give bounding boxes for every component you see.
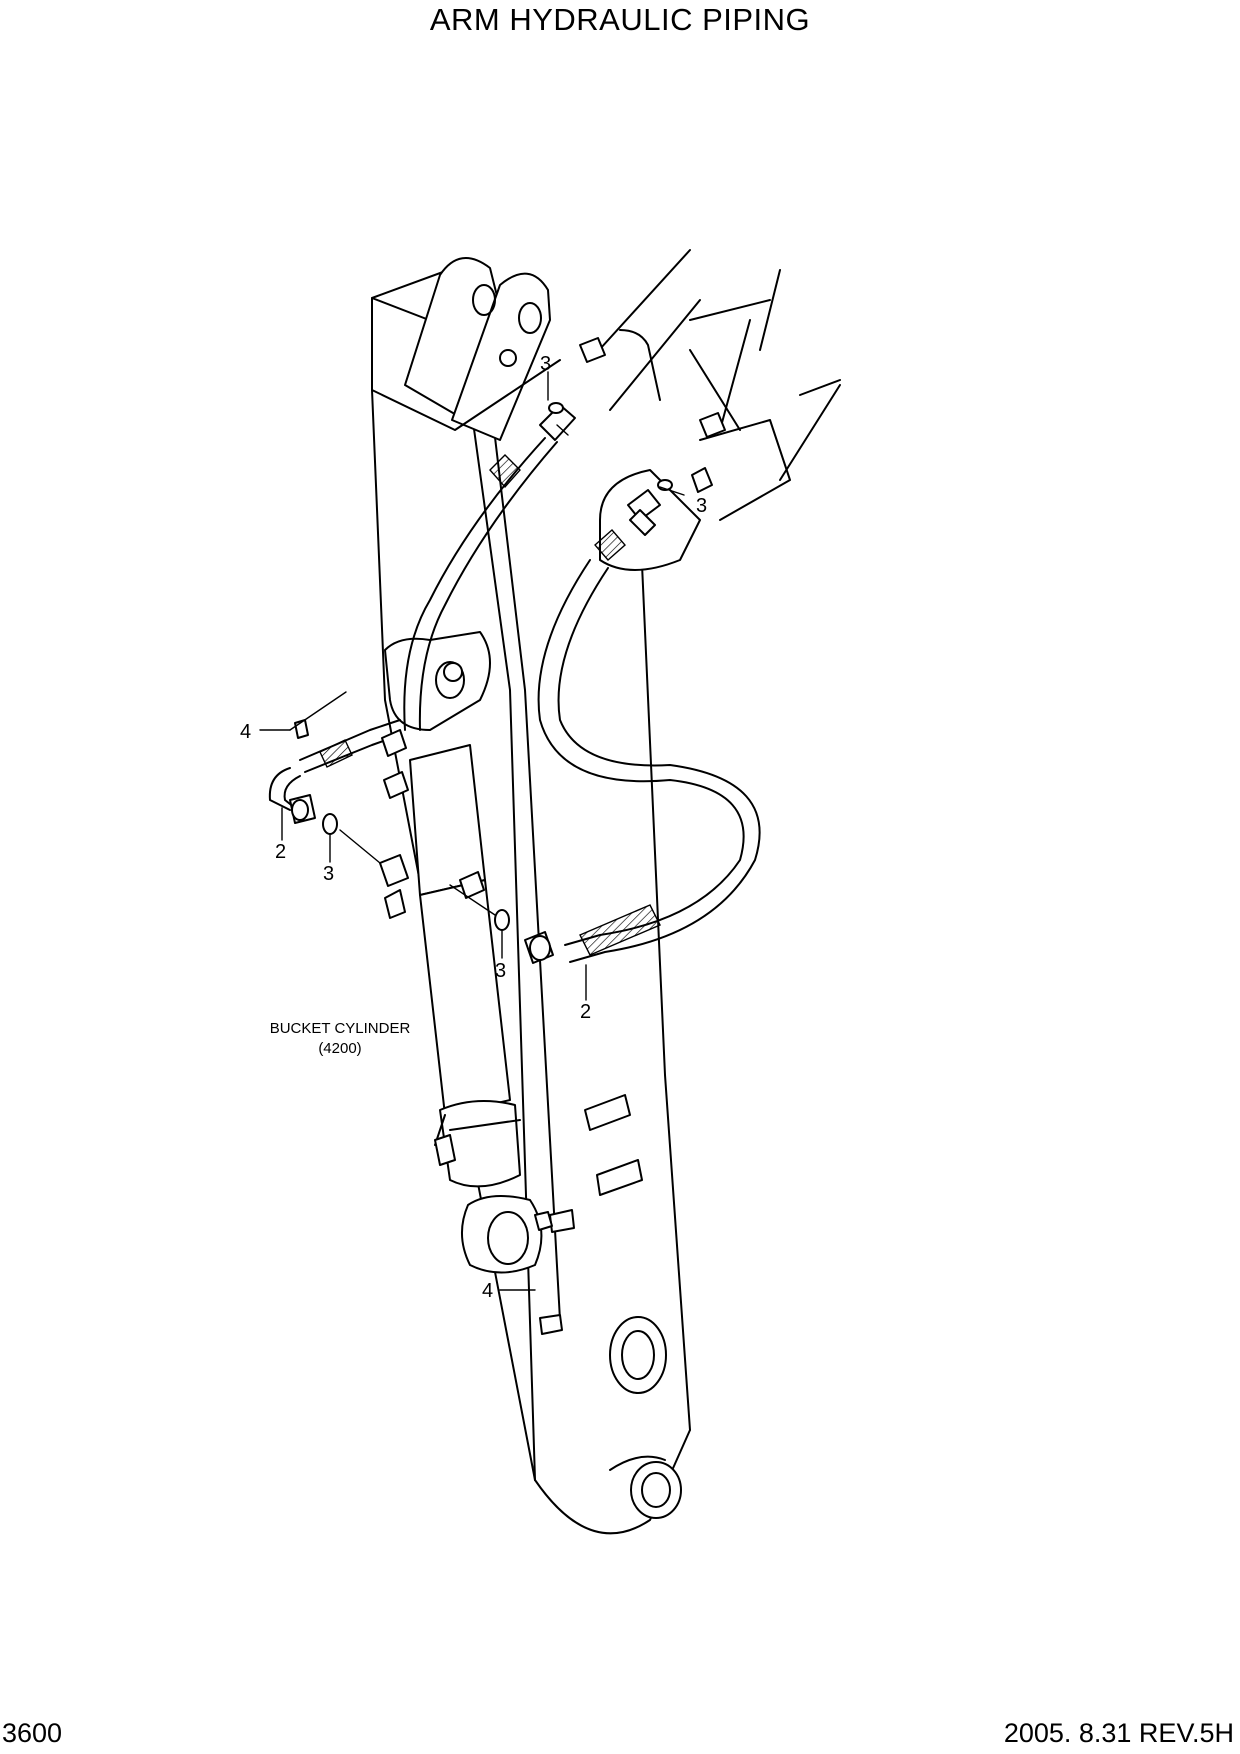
callout-label: 3	[540, 353, 551, 375]
arm-pads	[539, 1094, 682, 1519]
callout-label: 3	[696, 495, 707, 517]
reference-code: (4200)	[318, 1040, 361, 1057]
bucket-cylinder	[409, 744, 543, 1274]
hose-left-short	[268, 719, 401, 811]
page-title: ARM HYDRAULIC PIPING	[429, 2, 811, 37]
arm-pivot	[384, 631, 491, 731]
reference-name: BUCKET CYLINDER	[270, 1020, 411, 1037]
hose-upper-left	[403, 404, 576, 731]
callout-label: 3	[323, 863, 334, 885]
callout-leaders	[259, 371, 685, 1291]
fittings	[289, 337, 726, 1231]
revision-date: 2005. 8.31 REV.5H	[1003, 1718, 1234, 1748]
callout-label: 4	[482, 1280, 493, 1302]
boom	[589, 249, 841, 571]
callout-label: 4	[240, 721, 251, 743]
callout-label: 2	[580, 1001, 591, 1023]
hose-long-right	[537, 489, 761, 963]
callout-label: 2	[275, 841, 286, 863]
arm-top-clevis	[371, 257, 561, 441]
callout-label: 3	[495, 960, 506, 982]
page-number: 3600	[2, 1718, 63, 1748]
